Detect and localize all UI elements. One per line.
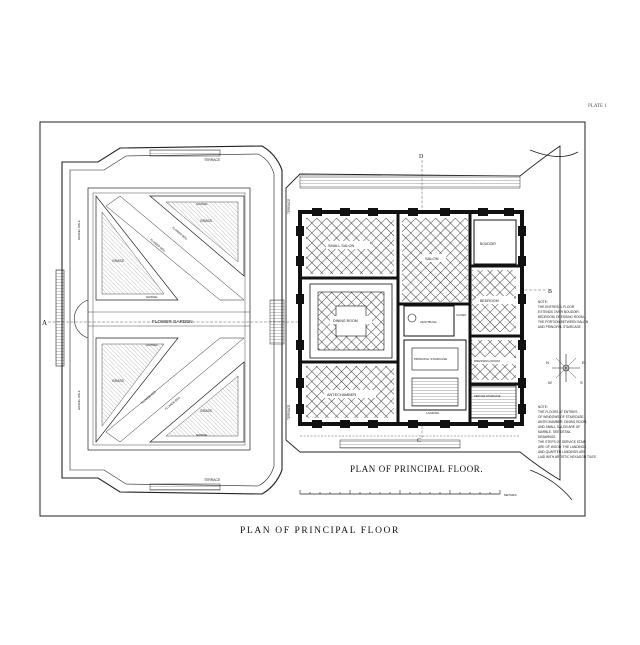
label-landing: LANDING <box>426 411 440 415</box>
wall-piers <box>296 208 526 428</box>
plate-border <box>39 121 586 517</box>
svg-text:THE PORTION BETWEEN SALON: THE PORTION BETWEEN SALON <box>538 320 589 324</box>
entrance-steps-north <box>299 175 521 189</box>
compass-n: N <box>546 360 549 365</box>
compass-w: W <box>548 380 552 385</box>
label-flower-bed-3: FLOWER BED <box>140 390 157 405</box>
label-gravel-walk-1: GRAVEL WALK <box>77 220 81 240</box>
label-closet: CLOSET <box>456 313 467 317</box>
section-marker-d: D <box>419 154 424 160</box>
svg-text:AND QUARTER LANDINGS ARE: AND QUARTER LANDINGS ARE <box>538 450 586 454</box>
terrace-steps-bottom <box>149 483 221 491</box>
svg-text:NOTE:: NOTE: <box>538 300 548 304</box>
garden-area <box>55 145 283 495</box>
label-vestibule: VESTIBULE <box>420 320 437 324</box>
bed-top-right <box>149 195 245 277</box>
label-flower-bed-1: FLOWER BED <box>149 238 166 253</box>
garden-inner-wall <box>69 153 275 487</box>
label-small-salon: SMALL SALON <box>328 244 354 248</box>
label-service-stair: SERVICE STAIRCASE <box>474 394 501 398</box>
compass-s: S <box>580 380 583 385</box>
label-gravel-4: GRAVEL <box>146 343 158 347</box>
room-vestibule <box>403 305 455 337</box>
building-terrace-outline <box>285 145 561 481</box>
svg-text:AND SMALL SALON ARE OF: AND SMALL SALON ARE OF <box>538 425 580 429</box>
terrace-steps-left <box>55 269 65 367</box>
label-boudoir: BOUDOIR <box>480 242 496 246</box>
section-marker-a: A <box>42 319 47 327</box>
label-antechamber: ANTECHAMBER <box>327 393 356 397</box>
label-gravel-3: GRAVEL <box>146 295 158 299</box>
label-flower-bed-2: FLOWER BED <box>171 226 188 241</box>
bed-bottom-right <box>149 361 245 443</box>
label-gravel-walk-2: GRAVEL WALK <box>77 390 81 410</box>
svg-text:ARE OF WOOD. THE LANDINGS: ARE OF WOOD. THE LANDINGS <box>538 445 586 449</box>
entrance-steps-south <box>339 439 461 449</box>
svg-text:OF WINDOWS OF STAIRCASE,: OF WINDOWS OF STAIRCASE, <box>538 415 584 419</box>
garden-niche <box>73 299 89 339</box>
label-grass-4: GRASS <box>200 409 213 413</box>
label-grass-1: GRASS <box>112 259 125 263</box>
label-gravel-2: GRAVEL <box>196 433 208 437</box>
garden-beds-inner <box>92 192 246 446</box>
room-labels: SMALL SALON SALON BOUDOIR BEDROOM DINING… <box>324 241 514 415</box>
scale-label: METRES <box>504 493 517 497</box>
label-bedroom: BEDROOM <box>480 299 499 303</box>
svg-text:EXTENDS OVER BOUDOIR,: EXTENDS OVER BOUDOIR, <box>538 310 580 314</box>
north-note: NOTE: THE ENTRESOL FLOOR EXTENDS OVER BO… <box>538 300 589 329</box>
label-dining-room: DINING ROOM <box>333 319 358 323</box>
svg-text:THE FLOORS AT ENTRIES: THE FLOORS AT ENTRIES <box>538 410 578 414</box>
plate-caption: PLAN OF PRINCIPAL FLOOR <box>240 526 400 536</box>
svg-text:MARBLE. SEE DETAIL: MARBLE. SEE DETAIL <box>538 430 571 434</box>
room-boudoir <box>473 219 517 265</box>
label-gravel-1: GRAVEL <box>196 202 208 206</box>
label-terrace-bottom: TERRACE <box>204 478 221 482</box>
compass-e: E <box>582 360 585 365</box>
room-service-stair <box>469 385 517 419</box>
svg-text:BEDROOM, DRESSING ROOM,: BEDROOM, DRESSING ROOM, <box>538 315 585 319</box>
section-marker-b: B <box>548 289 552 295</box>
label-salon: SALON <box>425 256 439 261</box>
label-terrace-side-1: TERRACE <box>287 199 291 214</box>
compass-rose: N E S W <box>546 354 585 385</box>
entrance-steps-west <box>269 299 285 345</box>
terrace-steps-top <box>149 149 221 157</box>
label-terrace-top: TERRACE <box>204 158 221 162</box>
svg-text:LAID WITH ARTISTIC HEXAGON TIL: LAID WITH ARTISTIC HEXAGON TILES. <box>538 455 597 459</box>
garden-outer-wall <box>61 145 283 495</box>
bed-bottom-left <box>95 337 179 444</box>
label-principal-staircase: PRINCIPAL STAIRCASE <box>414 357 447 361</box>
label-grass-2: GRASS <box>200 219 213 223</box>
svg-text:AND PRINCIPAL STAIRCASE.: AND PRINCIPAL STAIRCASE. <box>538 325 582 329</box>
scale-bar: METRES <box>299 490 517 497</box>
plan-title: PLAN OF PRINCIPAL FLOOR. <box>350 464 483 474</box>
south-note: NOTE: THE FLOORS AT ENTRIES OF WINDOWS O… <box>538 405 597 459</box>
svg-text:THE ENTRESOL FLOOR: THE ENTRESOL FLOOR <box>538 305 575 309</box>
svg-text:NOTE:: NOTE: <box>538 405 548 409</box>
svg-text:DRAWINGS.: DRAWINGS. <box>538 435 556 439</box>
garden-beds-frame <box>87 187 251 451</box>
label-grass-3: GRASS <box>112 379 125 383</box>
page-reference: PLATE 1 <box>588 104 607 109</box>
svg-text:THE STEPS OF SERVICE STAIR: THE STEPS OF SERVICE STAIR <box>538 440 587 444</box>
label-dressing-room: DRESSING ROOM <box>474 359 500 363</box>
bed-top-left <box>95 194 179 301</box>
svg-text:ANTECHAMBER, DINING ROOM,: ANTECHAMBER, DINING ROOM, <box>538 420 587 424</box>
label-flower-garden: FLOWER GARDEN <box>152 319 193 324</box>
label-terrace-side-2: TERRACE <box>287 405 291 420</box>
